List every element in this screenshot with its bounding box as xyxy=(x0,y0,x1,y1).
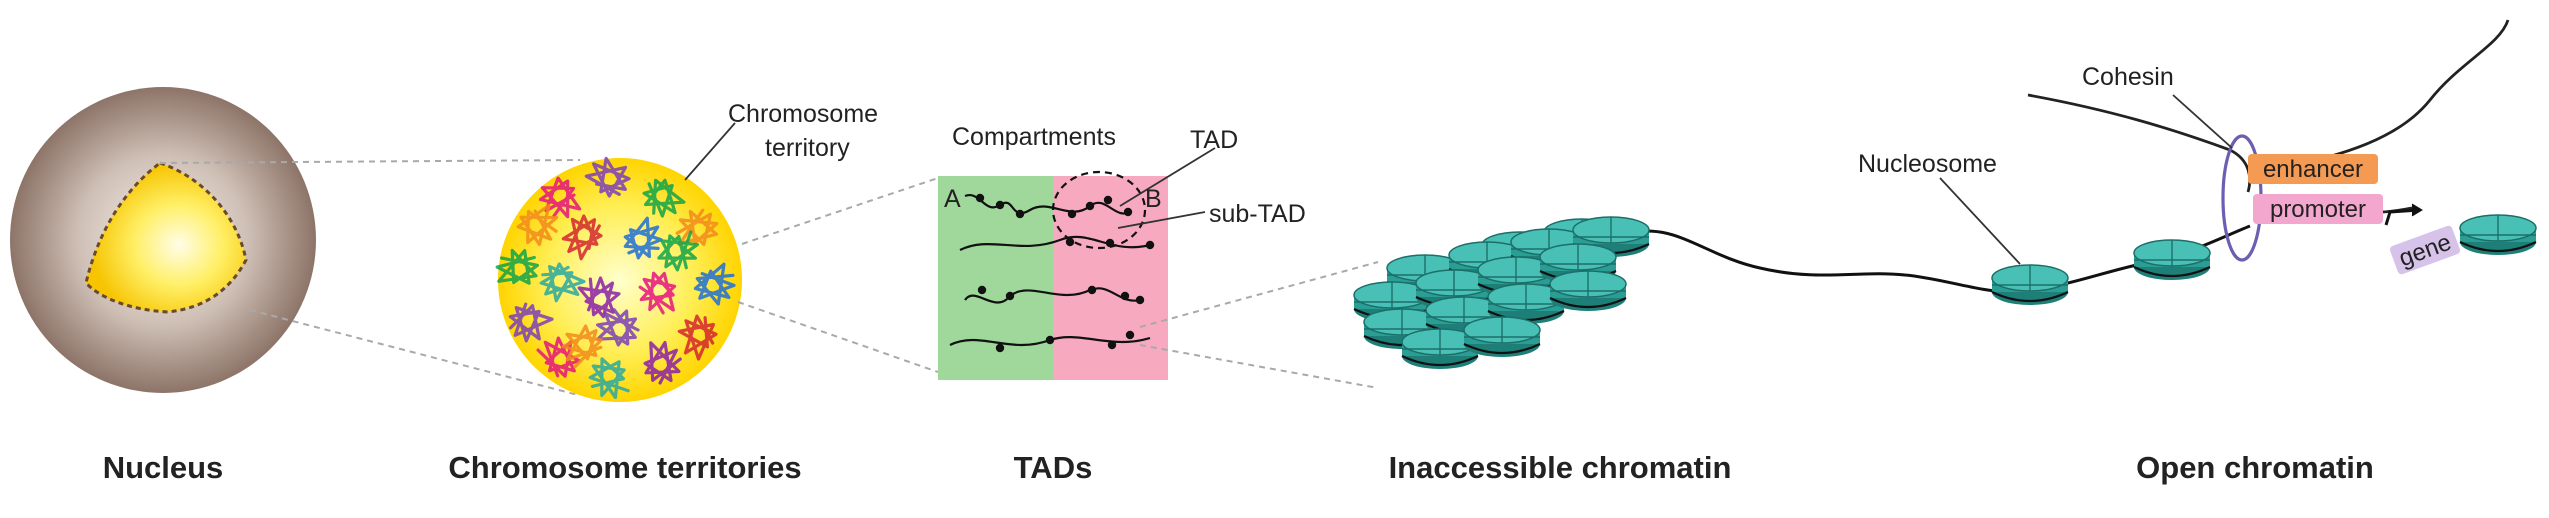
territory-scribble xyxy=(516,203,559,247)
zoom-lines-1 xyxy=(159,159,581,396)
caption-tads: TADs xyxy=(1014,450,1093,485)
territory-scribble xyxy=(623,216,663,260)
territory-scribble xyxy=(561,324,603,369)
territory-scribble xyxy=(508,302,554,343)
tad-bead xyxy=(995,200,1005,210)
tad-beads xyxy=(975,193,1155,353)
territory-leader xyxy=(684,122,736,181)
tad-bead xyxy=(1087,285,1097,295)
nucleosome-1 xyxy=(1990,263,2070,307)
tad-bead xyxy=(1125,330,1135,340)
tad-bead xyxy=(1120,291,1130,301)
territory-label-line2: territory xyxy=(765,134,850,162)
caption-open-chromatin: Open chromatin xyxy=(2136,450,2374,485)
gene-chip: gene xyxy=(2389,225,2461,275)
inaccessible-nucleosome-cluster xyxy=(1352,215,1651,371)
cluster-nucleosome xyxy=(1462,315,1542,359)
promoter-label: promoter xyxy=(2270,196,2366,223)
subtad-label: sub-TAD xyxy=(1209,200,1306,228)
nucleosome-label: Nucleosome xyxy=(1858,150,1997,178)
chromatin-fiber xyxy=(1352,213,2538,371)
nucleosome-3 xyxy=(2458,213,2538,257)
nucleosome-leader xyxy=(1939,177,2021,265)
caption-chromosome-territories: Chromosome territories xyxy=(448,450,801,485)
tad-bead xyxy=(1065,237,1075,247)
nucleus-figure xyxy=(10,87,316,393)
promoter-chip: promoter xyxy=(2253,194,2383,224)
territory-scribble xyxy=(693,262,736,306)
tad-bead xyxy=(1103,195,1113,205)
cohesin-leader xyxy=(2172,94,2233,149)
territory-scribble xyxy=(584,156,631,198)
territory-scribble xyxy=(643,341,682,385)
tad-dashed-circle xyxy=(1051,170,1147,250)
caption-nucleus: Nucleus xyxy=(103,450,224,485)
territory-scribble xyxy=(538,176,582,219)
tad-bead xyxy=(977,285,987,295)
territory-scribble xyxy=(577,276,621,319)
territory-scribble xyxy=(677,314,718,361)
caption-inaccessible-chromatin: Inaccessible chromatin xyxy=(1389,450,1732,485)
tad-bead xyxy=(1145,240,1155,250)
territory-label-line1: Chromosome xyxy=(728,100,878,128)
tad-label: TAD xyxy=(1190,126,1238,154)
tad-bead xyxy=(1067,209,1077,219)
territory-scribble xyxy=(561,214,603,261)
zoom-lines-2 xyxy=(737,177,939,373)
territory-scribble xyxy=(657,230,699,272)
cohesin-label: Cohesin xyxy=(2082,63,2174,91)
territory-scribble xyxy=(638,271,677,315)
gene-arrow xyxy=(2384,208,2421,226)
tad-bead xyxy=(1015,209,1025,219)
tad-bead xyxy=(1105,238,1115,248)
territory-scribbles xyxy=(495,156,736,399)
territory-scribble xyxy=(588,357,630,399)
tad-bead xyxy=(1085,201,1095,211)
cluster-nucleosome xyxy=(1548,269,1628,313)
tad-bead xyxy=(975,193,985,203)
tad-bead xyxy=(1123,207,1133,217)
tad-leader xyxy=(1119,147,1216,207)
zoom-lines-3 xyxy=(1139,261,1379,389)
territory-scribble xyxy=(675,208,719,247)
tad-bead xyxy=(1107,340,1117,350)
enhancer-chip: enhancer xyxy=(2248,154,2378,184)
compartments-label: Compartments xyxy=(952,123,1116,151)
chromosome-territories-figure xyxy=(495,156,742,402)
enhancer-label: enhancer xyxy=(2263,156,2363,183)
tad-bead xyxy=(1045,335,1055,345)
tad-bead xyxy=(1005,291,1015,301)
tad-bead xyxy=(1135,295,1145,305)
leader-lines xyxy=(684,94,2233,265)
nucleus-core xyxy=(84,161,248,314)
territory-scribble xyxy=(642,178,686,218)
tad-bead xyxy=(995,343,1005,353)
territory-scribble xyxy=(539,262,586,303)
territory-scribble xyxy=(596,308,640,347)
tads-figure xyxy=(938,170,1168,380)
subtad-leader xyxy=(1117,211,1206,229)
compartment-a-area xyxy=(938,176,1053,380)
compartment-a-label: A xyxy=(944,185,961,213)
nucleosome-2 xyxy=(2132,238,2212,282)
compartment-b-label: B xyxy=(1145,185,1162,213)
territory-scribble xyxy=(495,248,539,285)
